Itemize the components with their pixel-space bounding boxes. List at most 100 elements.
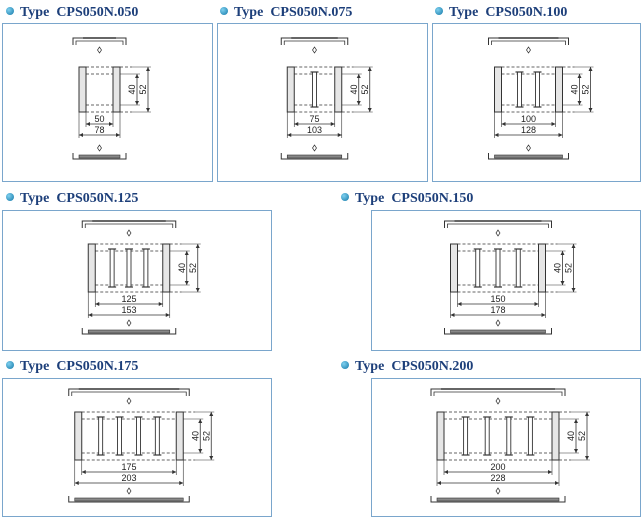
cross-bar	[312, 71, 317, 108]
top-rail-profile	[72, 37, 127, 45]
dimension-label-inner: 125	[121, 294, 136, 304]
type-label: Type	[449, 5, 479, 20]
top-rail-bar	[83, 37, 116, 39]
bottom-rail-profile	[72, 153, 127, 160]
bullet-icon	[341, 193, 349, 201]
hinge-marker-icon	[526, 144, 531, 152]
bottom-rail-bar	[494, 154, 563, 159]
dimension-label-40: 40	[553, 263, 563, 273]
side-plate-left	[78, 66, 87, 113]
hinge-marker-icon	[126, 229, 132, 237]
cross-bar	[135, 416, 141, 456]
dimension-label-40: 40	[570, 84, 580, 94]
hinge-marker-icon	[526, 46, 531, 54]
bottom-rail-bar	[286, 154, 343, 159]
dimension-label-52: 52	[360, 84, 370, 94]
bullet-icon	[6, 361, 14, 369]
side-plate-right	[334, 66, 343, 113]
top-rail-bar	[441, 388, 555, 390]
side-plate-left	[494, 66, 502, 113]
hinge-marker-icon	[495, 487, 501, 495]
top-rail-inner	[491, 40, 566, 45]
side-plate-left	[286, 66, 295, 113]
type-label: Type	[20, 191, 50, 206]
side-plate-left	[436, 411, 445, 461]
bullet-icon	[220, 7, 228, 15]
side-plate-right	[555, 66, 563, 113]
side-plate-right	[551, 411, 560, 461]
bottom-rail-profile	[488, 153, 569, 160]
top-rail-inner	[71, 391, 187, 396]
type-label: Type	[355, 191, 385, 206]
top-rail-inner	[433, 391, 563, 396]
top-rail-profile	[444, 220, 552, 228]
bullet-icon	[6, 7, 14, 15]
arrowhead	[198, 419, 203, 453]
dimension-label-outer: 103	[307, 125, 322, 135]
bottom-rail-profile	[280, 153, 349, 160]
side-plate-right	[112, 66, 121, 113]
model-name: CPS050N.200	[391, 359, 474, 374]
cross-bar	[517, 71, 522, 108]
title-cps050n-150: Type CPS050N.150	[341, 189, 473, 209]
arrowhead	[184, 251, 189, 285]
model-name: CPS050N.050	[56, 5, 139, 20]
side-plate-left	[87, 243, 96, 293]
cross-bar	[495, 248, 501, 288]
dimension-label-outer: 178	[490, 305, 505, 315]
hinge-marker-icon	[312, 144, 317, 152]
hinge-marker-icon	[126, 397, 132, 405]
dimension-label-52: 52	[577, 431, 587, 441]
top-rail-profile	[280, 37, 349, 45]
top-rail-bar	[92, 220, 166, 222]
cross-bar	[535, 71, 540, 108]
dimension-label-inner: 75	[309, 114, 319, 124]
type-label: Type	[20, 359, 50, 374]
top-rail-bar	[291, 37, 338, 39]
type-label: Type	[355, 359, 385, 374]
title-cps050n-200: Type CPS050N.200	[341, 357, 473, 377]
bottom-rail-bar	[74, 497, 184, 502]
dimension-label-inner: 50	[94, 114, 104, 124]
top-rail-inner	[75, 40, 124, 45]
dimension-label-52: 52	[581, 84, 591, 94]
top-rail-inner	[447, 223, 549, 228]
hinge-marker-icon	[495, 319, 501, 327]
type-label: Type	[20, 5, 50, 20]
top-rail-profile	[430, 388, 566, 396]
cross-bar	[117, 416, 123, 456]
bottom-rail-profile	[68, 496, 190, 503]
top-rail-bar	[454, 220, 542, 222]
dimension-label-outer: 203	[121, 473, 136, 483]
hinge-marker-icon	[126, 319, 132, 327]
dimension-label-52: 52	[564, 263, 574, 273]
bottom-rail-bar	[450, 329, 546, 334]
hinge-marker-icon	[97, 46, 102, 54]
dimension-label-outer: 128	[521, 125, 536, 135]
title-cps050n-175: Type CPS050N.175	[6, 357, 138, 377]
cross-bar	[109, 248, 115, 288]
dimension-label-inner: 200	[490, 462, 505, 472]
bottom-rail-profile	[430, 496, 566, 503]
cross-bar	[98, 416, 104, 456]
cross-bar	[475, 248, 481, 288]
bottom-rail-bar	[78, 154, 121, 159]
bullet-icon	[6, 193, 14, 201]
model-name: CPS050N.125	[56, 191, 139, 206]
dimension-label-outer: 78	[94, 125, 104, 135]
bullet-icon	[341, 361, 349, 369]
side-plate-right	[162, 243, 171, 293]
model-name: CPS050N.150	[391, 191, 474, 206]
bottom-rail-profile	[444, 328, 552, 335]
cross-bar	[484, 416, 490, 456]
dimension-label-40: 40	[177, 263, 187, 273]
dimension-label-52: 52	[188, 263, 198, 273]
